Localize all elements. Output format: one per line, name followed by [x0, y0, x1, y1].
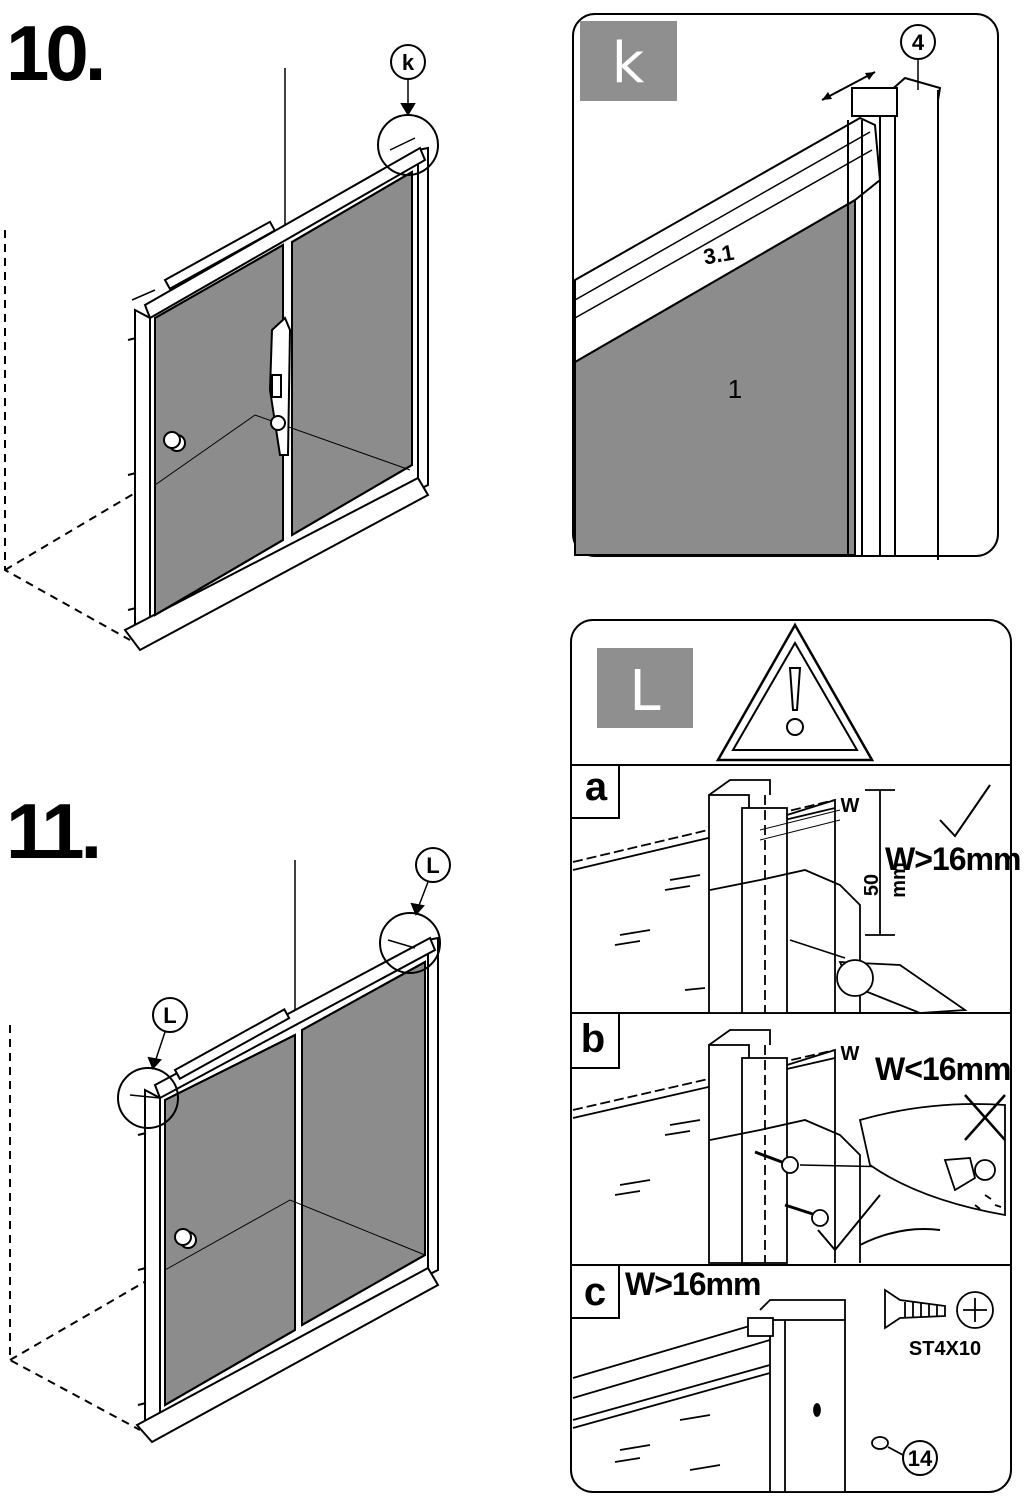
row-a-w-mark: W	[841, 795, 860, 817]
row-b-w-mark: W	[841, 1043, 860, 1065]
step-11-number: 11.	[6, 787, 98, 875]
row-a-condition: W>16mm	[885, 841, 1020, 877]
detail-L-panel	[570, 619, 1012, 1493]
row-c-letter: c	[584, 1270, 606, 1314]
row-c-part-cap-label: 14	[908, 1446, 933, 1471]
row-b-letter: b	[581, 1017, 605, 1061]
step-10-number: 10.	[6, 9, 102, 97]
checkmark-icon	[939, 784, 991, 838]
row-a-letter: a	[585, 765, 608, 809]
detail-k-tag-letter: k	[612, 31, 645, 96]
screw-icon	[884, 1288, 994, 1330]
detail-L-row-a-drawing	[572, 779, 968, 1014]
cross-icon	[964, 1094, 1006, 1141]
step-11-diagram	[9, 847, 451, 1444]
row-c-screw-spec: ST4X10	[909, 1338, 981, 1360]
detail-L-row-c-drawing	[572, 1288, 994, 1493]
part-14-callout	[902, 1440, 938, 1476]
row-b-condition: W<16mm	[875, 1051, 1010, 1087]
step-11-callout-left-label: L	[163, 1003, 176, 1028]
step-10-callout-label: k	[402, 50, 415, 75]
detail-k-tag	[580, 21, 677, 101]
warning-triangle-icon	[715, 622, 875, 762]
detail-k-panel	[572, 13, 999, 560]
detail-k-part-glass-label: 1	[728, 374, 742, 404]
detail-L-row-b-drawing	[572, 1029, 1006, 1264]
small-checkmark-icon	[817, 1194, 881, 1252]
detail-L-tag	[597, 648, 693, 728]
step-10-diagram	[4, 44, 439, 652]
row-a-dimension: 50	[861, 874, 883, 896]
step-11-callout-right-label: L	[426, 853, 439, 878]
detail-k-part-rail-label: 3.1	[701, 240, 735, 270]
row-a-unit: mm	[888, 862, 910, 898]
detail-L-tag-letter: L	[629, 659, 660, 724]
row-c-condition: W>16mm	[625, 1266, 760, 1302]
detail-k-part-profile-label: 4	[912, 30, 925, 55]
